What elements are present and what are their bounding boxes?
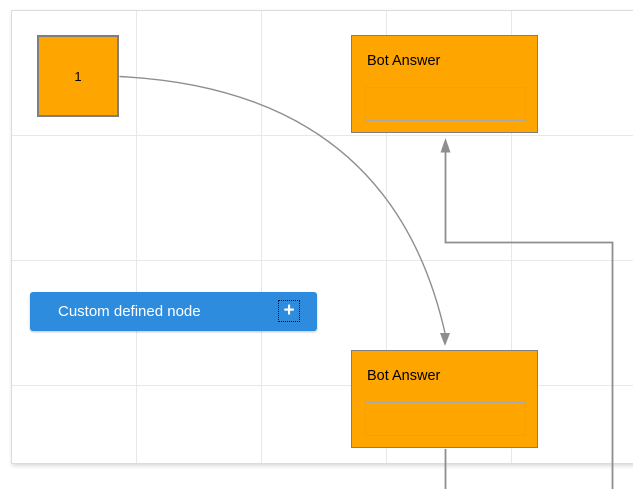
plus-icon: + xyxy=(283,299,295,321)
bot-answer-bottom-input[interactable] xyxy=(365,402,526,436)
custom-defined-node-button[interactable]: Custom defined node + xyxy=(30,292,317,331)
node-start[interactable]: 1 xyxy=(37,35,119,117)
curved-link[interactable] xyxy=(119,75,446,334)
node-start-label: 1 xyxy=(74,68,82,84)
custom-defined-node-label: Custom defined node xyxy=(58,303,201,320)
node-bot-answer-bottom[interactable]: Bot Answer xyxy=(351,350,538,448)
orthogonal-link[interactable] xyxy=(444,152,614,489)
bot-answer-bottom-label: Bot Answer xyxy=(367,368,441,384)
add-node-button[interactable]: + xyxy=(278,300,300,322)
node-bot-answer-top[interactable]: Bot Answer xyxy=(351,35,538,133)
bot-answer-top-input[interactable] xyxy=(365,87,526,121)
bot-answer-top-label: Bot Answer xyxy=(367,53,441,69)
